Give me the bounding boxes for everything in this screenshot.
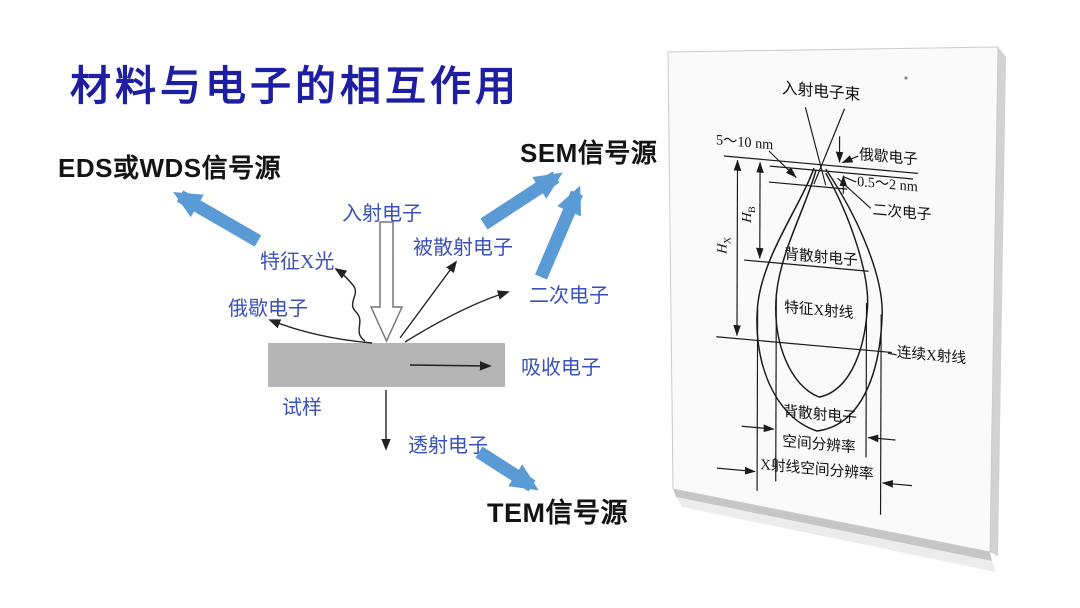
auger-label: 俄歇电子: [859, 146, 918, 168]
xray-res-vertical-right: [879, 314, 882, 515]
card-right-edge: [990, 47, 1006, 556]
secondary-label: 二次电子: [873, 201, 932, 223]
surface-line: [723, 155, 918, 174]
card-shadow: [676, 497, 996, 572]
secondary-label-left: 二次电子: [529, 285, 609, 307]
xray-res-vertical-left: [756, 309, 759, 491]
bse-resolution-label-line2: 空间分辨率: [782, 433, 856, 457]
sem-source-label: SEM信号源: [520, 138, 658, 168]
auger-leader-arrow: [841, 155, 859, 164]
card-bottom-edge: [673, 489, 992, 561]
sem-arrow-left-icon: [480, 171, 563, 230]
slide-title: 材料与电子的相互作用: [70, 63, 520, 109]
bse-res-vertical-left: [775, 297, 777, 482]
specimen-label: 试样: [282, 397, 322, 419]
xray-depth-line: [716, 336, 892, 354]
bse-res-arrow-right: [867, 434, 896, 443]
eds-source-label: EDS或WDS信号源: [58, 153, 282, 183]
specimen-bar: [268, 343, 505, 387]
auger-arrow-icon: [268, 319, 373, 344]
hb-label: HB: [740, 205, 758, 225]
xray-res-arrow-left: [716, 466, 756, 475]
card-dot: [904, 76, 908, 80]
incident-beam-arrow-icon: [369, 221, 404, 343]
hx-label: HX: [716, 236, 734, 256]
auger-label-left: 俄歇电子: [228, 298, 308, 320]
backscattered-arrow-icon: [399, 260, 458, 339]
beam-line-right: [813, 108, 846, 185]
secondary-leader-line: [837, 177, 872, 209]
bse-depth-line: [744, 259, 869, 272]
depth-range-leader-arrow: [768, 150, 797, 178]
continuous-xray-leader: [887, 352, 897, 356]
hx-dimension-arrow: [733, 159, 742, 337]
secondary-arrow-icon: [404, 290, 510, 343]
absorbed-label: 吸收电子: [521, 357, 601, 379]
tem-source-label: TEM信号源: [487, 498, 628, 528]
se-range-connector: [843, 176, 857, 183]
tem-arrow-icon: [475, 446, 539, 492]
inner-pear-outline: [775, 170, 869, 398]
eds-arrow-icon: [173, 190, 262, 247]
bse-res-arrow-left: [741, 424, 775, 433]
beam-line-left: [804, 107, 827, 186]
bse-depth-range-label: 5～10 nm: [716, 132, 773, 153]
characteristic-xray-label: 特征X射线: [784, 299, 854, 322]
characteristic-xray-wavy-arrow-icon: [334, 268, 366, 342]
absorbed-arrow-icon: [409, 361, 492, 371]
incident-label: 入射电子: [342, 203, 422, 225]
bse-region-label: 背散射电子: [784, 246, 858, 270]
xray-res-arrow-right: [882, 480, 913, 488]
sem-arrow-right-icon: [535, 185, 583, 280]
characteristic-xray-label-left: 特征X光: [260, 251, 335, 273]
outer-pear-outline: [756, 167, 883, 432]
backscattered-label: 被散射电子: [413, 237, 513, 259]
se-depth-range-label: 0.5～2 nm: [857, 174, 918, 196]
bse-resolution-label-line1: 背散射电子: [783, 403, 857, 427]
continuous-xray-label: 连续X射线: [897, 344, 967, 367]
transmitted-label: 透射电子: [408, 435, 488, 457]
